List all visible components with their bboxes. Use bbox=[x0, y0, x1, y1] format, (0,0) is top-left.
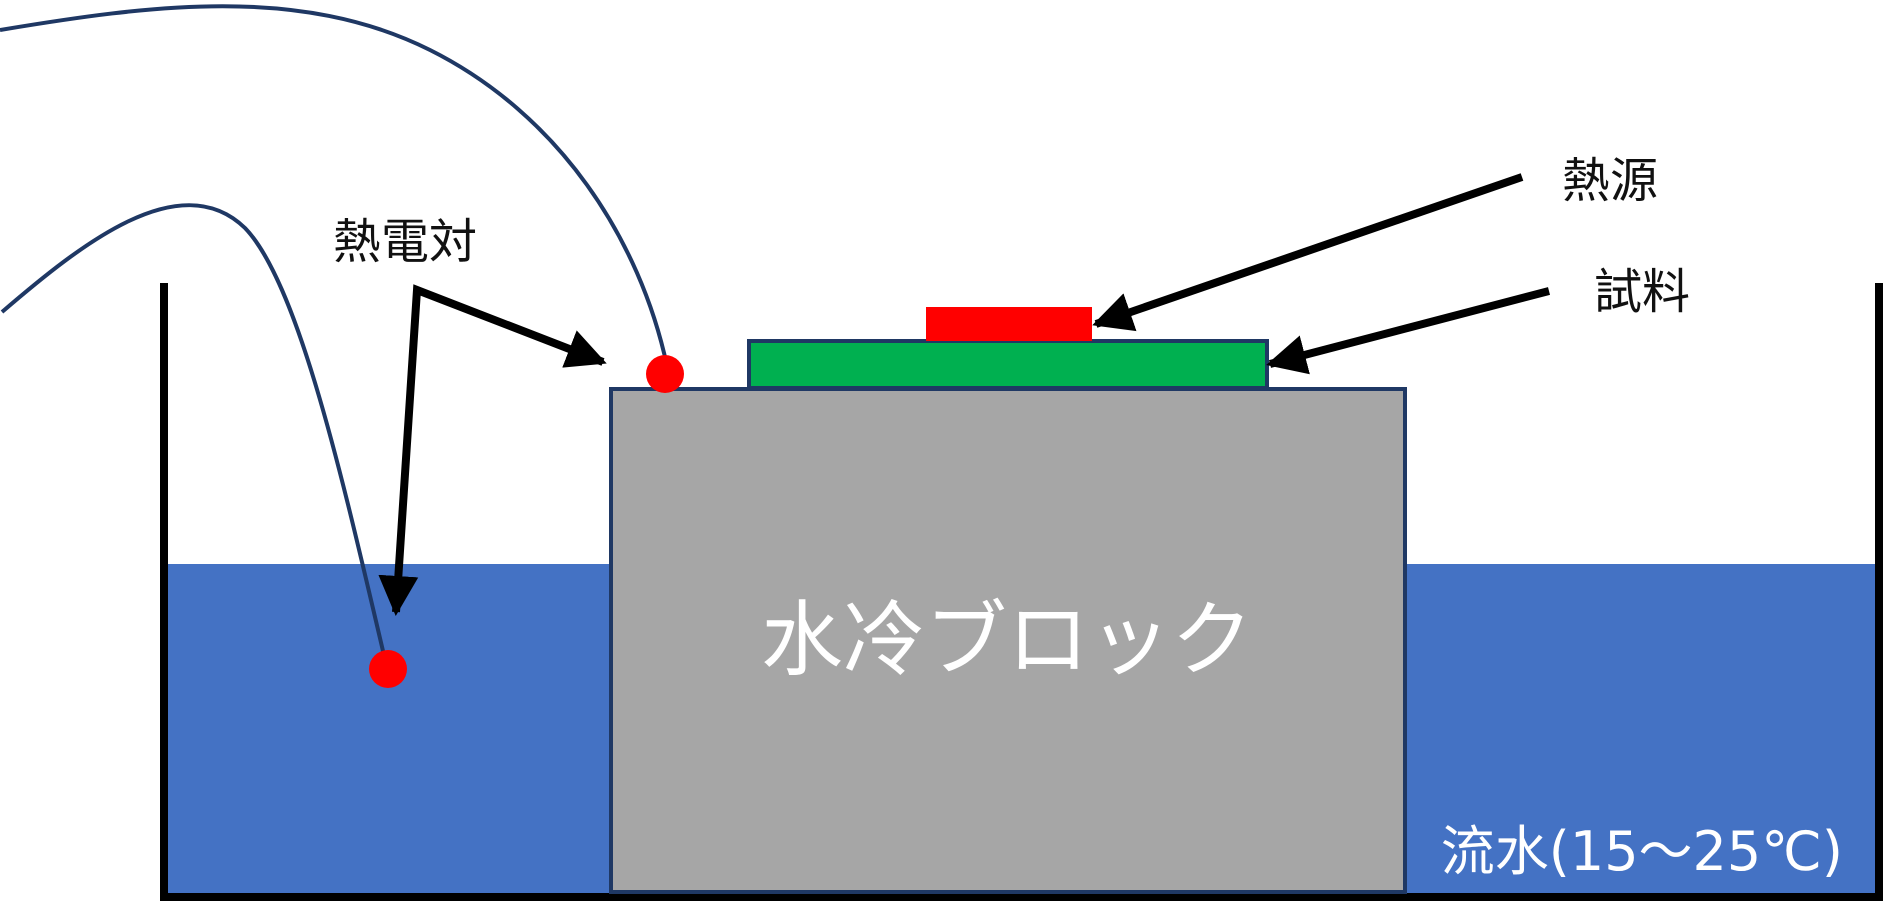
label-flowing-water: 流水(15～25℃) bbox=[1441, 820, 1843, 883]
sample-plate bbox=[747, 339, 1269, 390]
thermocouple-junction-block bbox=[646, 355, 684, 393]
label-cooling-block: 水冷ブロック bbox=[761, 593, 1253, 688]
thermocouple-wire-upper bbox=[0, 4, 669, 367]
sample-arrow bbox=[1266, 287, 1551, 375]
thermocouple-junction-water bbox=[369, 650, 407, 688]
label-thermocouple: 熱電対 bbox=[333, 214, 477, 270]
heat-source-arrow bbox=[1092, 173, 1524, 332]
cooling-block bbox=[609, 387, 1407, 894]
label-sample: 試料 bbox=[1594, 264, 1690, 320]
thermocouple-arrow bbox=[378, 284, 607, 616]
label-heat-source: 熱源 bbox=[1562, 153, 1658, 209]
water-tank bbox=[160, 283, 1883, 901]
heat-source bbox=[926, 307, 1092, 341]
thermocouple-wire-lower bbox=[0, 203, 389, 669]
